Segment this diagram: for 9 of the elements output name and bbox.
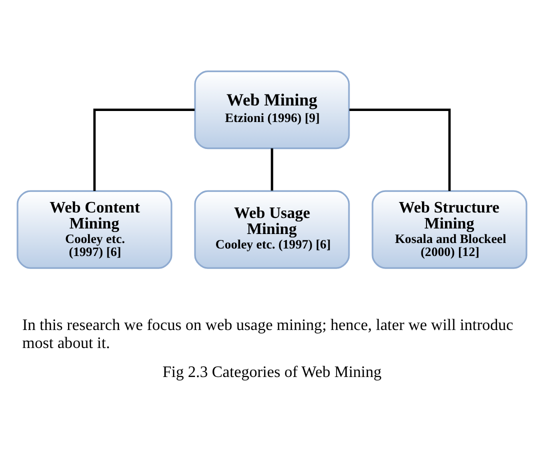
node-box: Web Content Mining Cooley etc. (1997) [6] [16,190,172,269]
node-box: Web Usage Mining Cooley etc. (1997) [6] [194,190,350,269]
node-box: Web Structure Mining Kosala and Blockeel (2000) [12] [372,190,528,269]
caption: Fig 2.3 Categories of Web Mining [162,364,382,382]
label: In this research we focus on web usage mining; hence, later we will introduc most about it. [22,317,514,352]
connector [270,148,274,191]
connector [93,108,195,191]
connector [349,108,451,191]
node-box: Web Mining Etzioni (1996) [9] [194,70,350,150]
